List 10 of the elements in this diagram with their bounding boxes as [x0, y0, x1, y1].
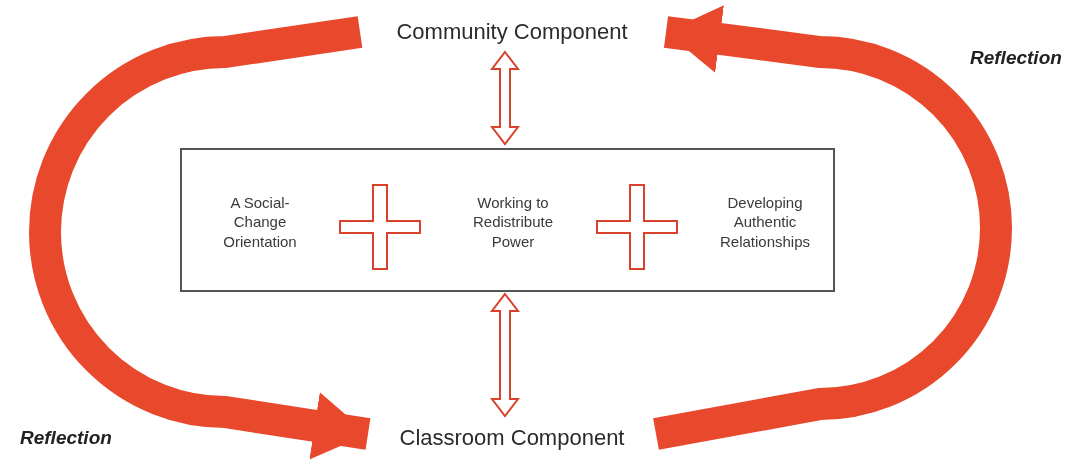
- double-arrow: [489, 50, 521, 146]
- node-text: Working to Redistribute Power: [458, 180, 568, 264]
- curved-arrow: [29, 16, 371, 460]
- node-text: Community Component: [362, 14, 662, 50]
- curved-arrow: [653, 5, 1012, 450]
- node-text: Classroom Component: [372, 420, 652, 456]
- node-text: Developing Authentic Relationships: [700, 180, 830, 264]
- double-arrow: [489, 292, 521, 418]
- node-text: A Social-Change Orientation: [210, 180, 310, 264]
- framework-box: [180, 148, 835, 292]
